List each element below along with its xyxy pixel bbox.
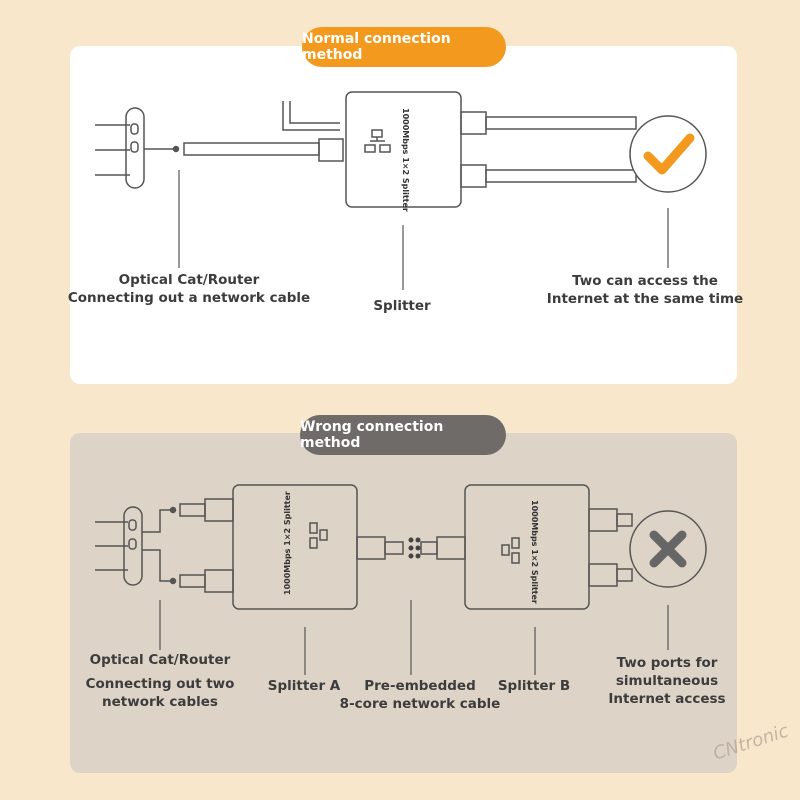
- router-label-line-1: Optical Cat/Router: [118, 272, 260, 288]
- result-label-line-2: Internet at the same time: [546, 291, 744, 307]
- normal-panel: [70, 46, 737, 384]
- splitter-b-label: Splitter B: [497, 678, 571, 694]
- wrong-result-label-line-2: simultaneous: [615, 673, 719, 689]
- wrong-panel: [70, 433, 737, 773]
- result-label-line-1: Two can access the: [572, 273, 718, 289]
- cable-label-line-1: Pre-embedded: [364, 678, 476, 694]
- splitter-label: Splitter: [373, 298, 431, 314]
- check-circle: [629, 115, 707, 193]
- check-icon: [643, 133, 695, 175]
- input-cable: [183, 142, 320, 156]
- wrong-router-label: Optical Cat/Router Connecting out two ne…: [86, 651, 235, 711]
- wrong-router-label-line-2: Connecting out two: [85, 676, 235, 692]
- splitter-a-device-text: 1000Mbps 1×2 Splitter: [283, 491, 292, 595]
- wrong-result-label-line-3: Internet access: [608, 691, 726, 707]
- wrong-router-label-line-1: Optical Cat/Router: [89, 652, 231, 668]
- router-label-line-2: Connecting out a network cable: [67, 290, 311, 306]
- splitter-a-label: Splitter A: [267, 678, 341, 694]
- splitter-a-device: [232, 484, 358, 610]
- splitter-b-device: [464, 484, 590, 610]
- router-icon: [95, 107, 145, 189]
- wrong-result-label: Two ports for simultaneous Internet acce…: [608, 654, 725, 708]
- wrong-result-label-line-1: Two ports for: [616, 655, 718, 671]
- router-label: Optical Cat/Router Connecting out a netw…: [68, 271, 310, 307]
- wrong-router-label-line-3: network cables: [102, 694, 218, 710]
- cross-icon: [649, 530, 687, 568]
- splitter-b-device-text: 1000Mbps 1×2 Splitter: [530, 500, 539, 604]
- normal-title: Normal connection method: [302, 27, 506, 67]
- result-label: Two can access the Internet at the same …: [547, 272, 743, 308]
- router-icon-wrong: [95, 506, 143, 586]
- cable-label-line-2: 8-core network cable: [339, 696, 501, 712]
- wrong-title: Wrong connection method: [300, 415, 506, 455]
- splitter-device-text: 1000Mbps 1×2 Splitter: [401, 108, 410, 212]
- cable-label: Pre-embedded 8-core network cable: [340, 677, 501, 713]
- splitter-device: [345, 91, 462, 208]
- input-connector: [318, 138, 344, 162]
